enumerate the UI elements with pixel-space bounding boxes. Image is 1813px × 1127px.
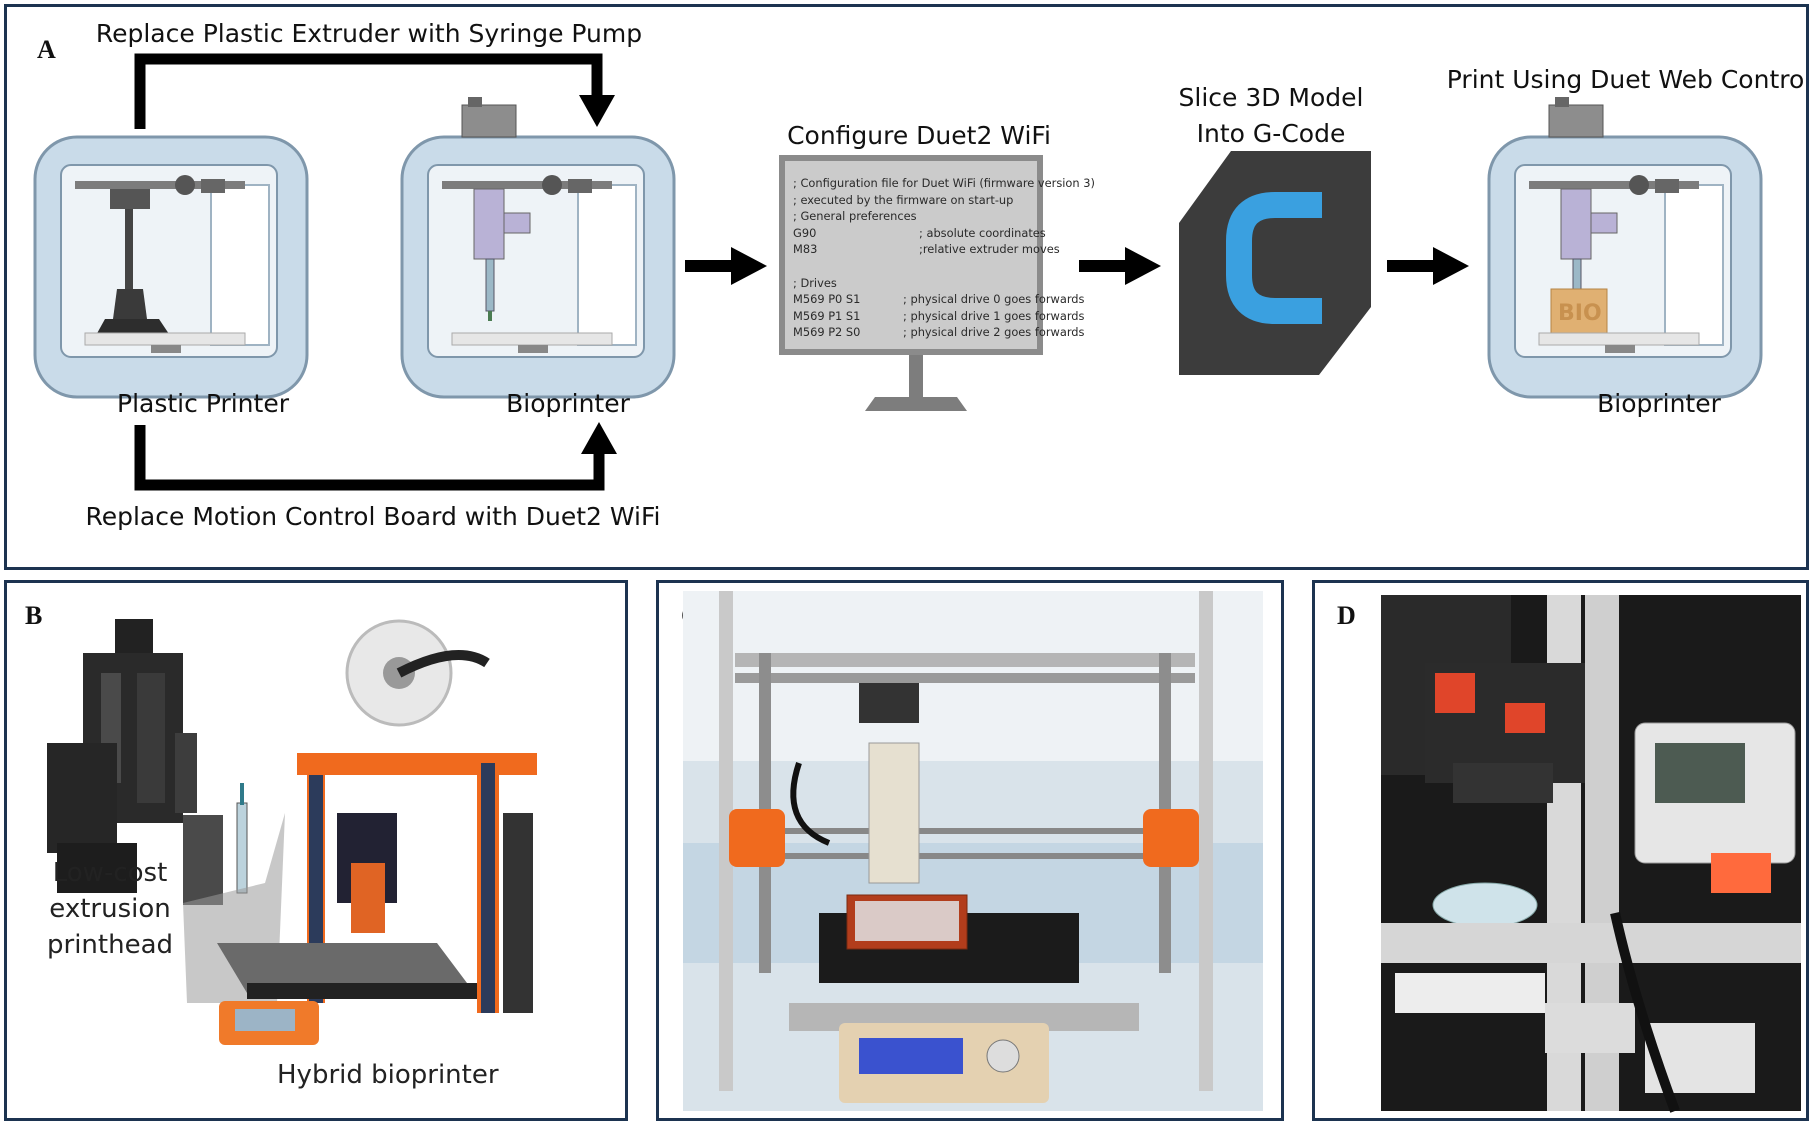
- printhead-label-line1: Low-cost: [52, 858, 168, 888]
- print-title: Print Using Duet Web Control: [1446, 65, 1809, 94]
- config-comment: ; physical drive 0 goes forwards: [903, 292, 1085, 307]
- panel-d: D: [1312, 580, 1809, 1121]
- config-line: ; Configuration file for Duet WiFi (firm…: [793, 176, 1095, 190]
- lego-bioprinter-photo: [1381, 595, 1801, 1113]
- final-bioprinter-illustration: [1487, 97, 1763, 399]
- flow-arrow-3: [1387, 247, 1469, 285]
- config-line: ; General preferences: [793, 209, 917, 224]
- panel-b: B: [4, 580, 628, 1121]
- configure-title: Configure Duet2 WiFi: [787, 121, 1051, 150]
- printhead-label-line3: printhead: [47, 930, 174, 960]
- board-swap-caption: Replace Motion Control Board with Duet2 …: [85, 502, 661, 531]
- slicer-icon: [1179, 151, 1371, 375]
- config-line: M569 P0 S1: [793, 292, 861, 307]
- bioprinter-label: Bioprinter: [506, 389, 630, 418]
- prusa-frame: [217, 619, 537, 1045]
- flow-arrow-2: [1079, 247, 1161, 285]
- final-bioprinter-label: Bioprinter: [1597, 389, 1721, 418]
- config-line: M83: [793, 242, 818, 257]
- monitor-illustration: [779, 155, 1043, 411]
- prusa-bioprinter-photo: [683, 591, 1263, 1111]
- config-line: M569 P2 S0: [793, 325, 861, 340]
- flow-arrow-1: [685, 247, 767, 285]
- printhead-label: Low-cost extrusion printhead: [47, 855, 173, 963]
- bioprinter-illustration: [400, 97, 676, 399]
- config-line: M569 P1 S1: [793, 308, 861, 323]
- hybrid-bioprinter-label: Hybrid bioprinter: [277, 1060, 499, 1090]
- plastic-printer-label: Plastic Printer: [117, 389, 289, 418]
- panel-a-letter: A: [37, 35, 56, 64]
- slice-title-line2: Into G-Code: [1196, 119, 1346, 148]
- config-line: ; Drives: [793, 275, 837, 290]
- panel-b-letter: B: [25, 601, 43, 630]
- board-swap-arrow: [134, 422, 617, 491]
- config-line: G90: [793, 225, 817, 240]
- panel-c: C: [656, 580, 1284, 1121]
- config-comment: ; physical drive 1 goes forwards: [903, 308, 1085, 323]
- printhead-label-line2: extrusion: [49, 894, 171, 924]
- bio-block-text: BIO: [1558, 301, 1602, 326]
- plastic-printer-illustration: [33, 135, 309, 399]
- config-file-text: ; Configuration file for Duet WiFi (firm…: [793, 175, 1095, 345]
- panel-a: A: [4, 4, 1809, 570]
- extruder-swap-arrow: [134, 53, 615, 129]
- config-comment: ;relative extruder moves: [919, 242, 1060, 257]
- extruder-swap-caption: Replace Plastic Extruder with Syringe Pu…: [95, 19, 643, 48]
- config-line: ; executed by the firmware on start-up: [793, 192, 1014, 207]
- workflow-graphics: [33, 53, 1763, 491]
- config-comment: ; physical drive 2 goes forwards: [903, 325, 1085, 340]
- slice-title-line1: Slice 3D Model: [1178, 83, 1364, 112]
- hybrid-bioprinter-photo: [47, 619, 537, 1045]
- config-comment: ; absolute coordinates: [919, 225, 1046, 240]
- panel-d-letter: D: [1337, 601, 1356, 630]
